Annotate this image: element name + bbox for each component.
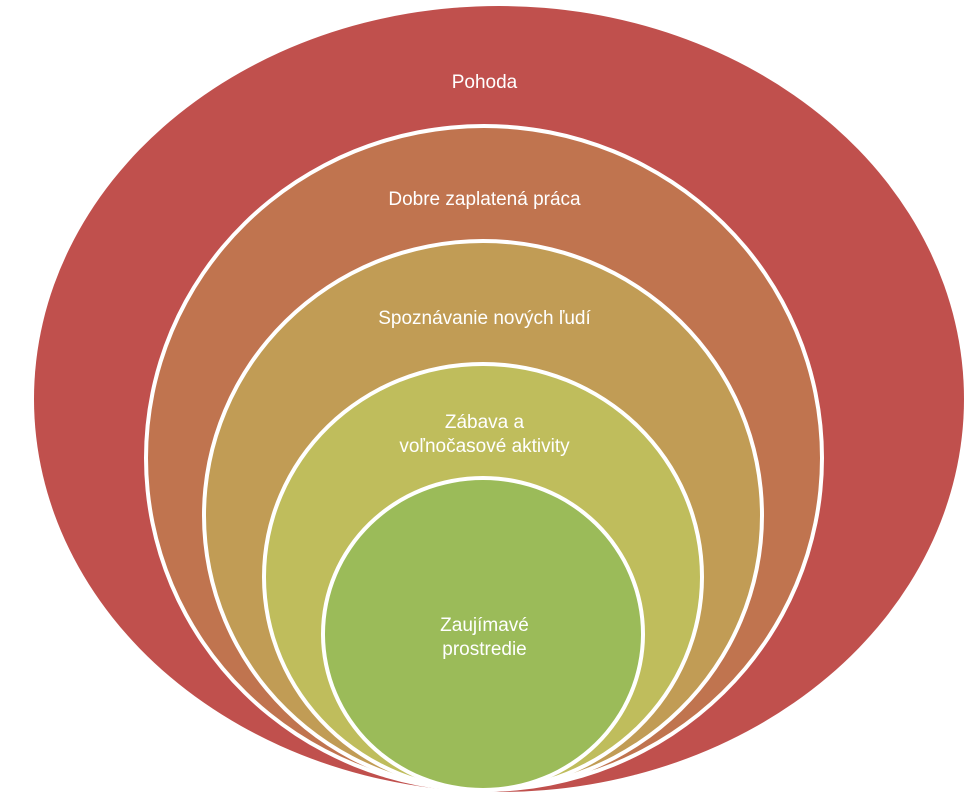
label-line: Pohoda — [451, 72, 518, 93]
label-line: prostredie — [442, 639, 527, 660]
ring-zaujimave-prostredie — [321, 476, 645, 792]
label-line: Dobre zaplatená práca — [388, 189, 581, 210]
label-level-2: Dobre zaplatená práca — [0, 188, 969, 212]
label-line: Zaujímavé — [440, 615, 529, 636]
label-level-4: Zábava a voľnočasové aktivity — [0, 411, 969, 459]
label-line: Spoznávanie nových ľudí — [378, 308, 591, 329]
label-level-3: Spoznávanie nových ľudí — [0, 307, 969, 331]
label-level-1: Pohoda — [0, 71, 969, 95]
label-line: Zábava a — [444, 412, 525, 433]
label-line: voľnočasové aktivity — [399, 436, 570, 457]
label-level-5: Zaujímavé prostredie — [0, 614, 969, 662]
